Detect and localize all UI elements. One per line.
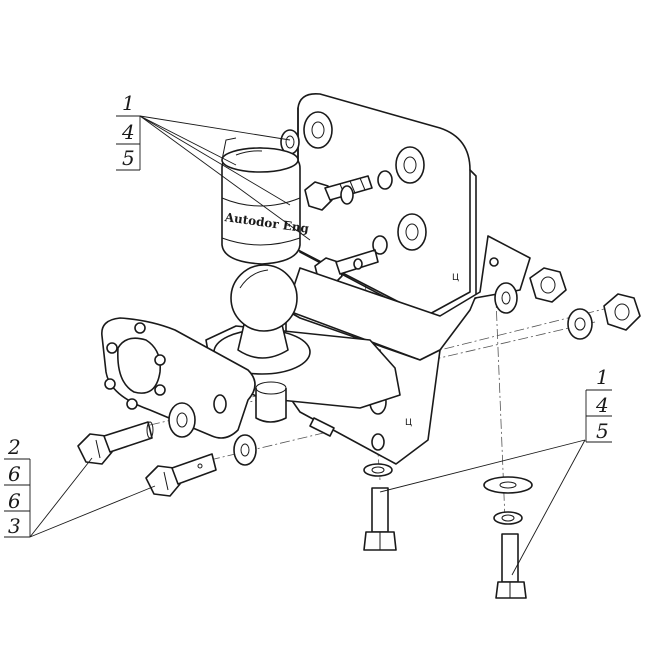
leader-lines [29,115,586,576]
nut-right-2 [603,293,641,331]
callout-top-left: 1 4 5 [116,91,141,171]
washer-right-1 [494,282,518,314]
callout-bottom-right: 1 4 5 [585,365,612,443]
plate-holes [303,111,427,255]
callout-number: 1 [122,91,135,115]
plate-mark: Ц [452,273,459,283]
bracket-mark: Ц [405,418,412,428]
callout-left: 2 6 6 3 [4,435,31,538]
callout-number: 6 [8,462,21,486]
vertical-bolt-center [363,463,397,551]
nut-right-1 [529,267,567,303]
washer-left-2 [233,434,257,466]
tow-ball [230,264,298,359]
left-bolt-lower [145,453,217,497]
callout-number: 4 [121,120,135,144]
callout-number: 3 [8,514,21,538]
callout-number: 4 [595,393,609,417]
callout-number: 5 [596,419,609,443]
callout-number: 1 [596,365,609,389]
washer-left-1 [168,402,196,438]
socket-bracket [101,317,256,439]
lower-plate-bolt [314,249,379,287]
vertical-bolt-right [483,476,533,599]
left-bolt-upper [77,421,154,465]
callout-number: 2 [7,435,21,459]
ball-cap [221,137,301,265]
callout-number: 6 [8,489,21,513]
upper-bolt [304,175,373,211]
callout-number: 5 [122,146,135,170]
washer-right-2 [567,308,593,340]
